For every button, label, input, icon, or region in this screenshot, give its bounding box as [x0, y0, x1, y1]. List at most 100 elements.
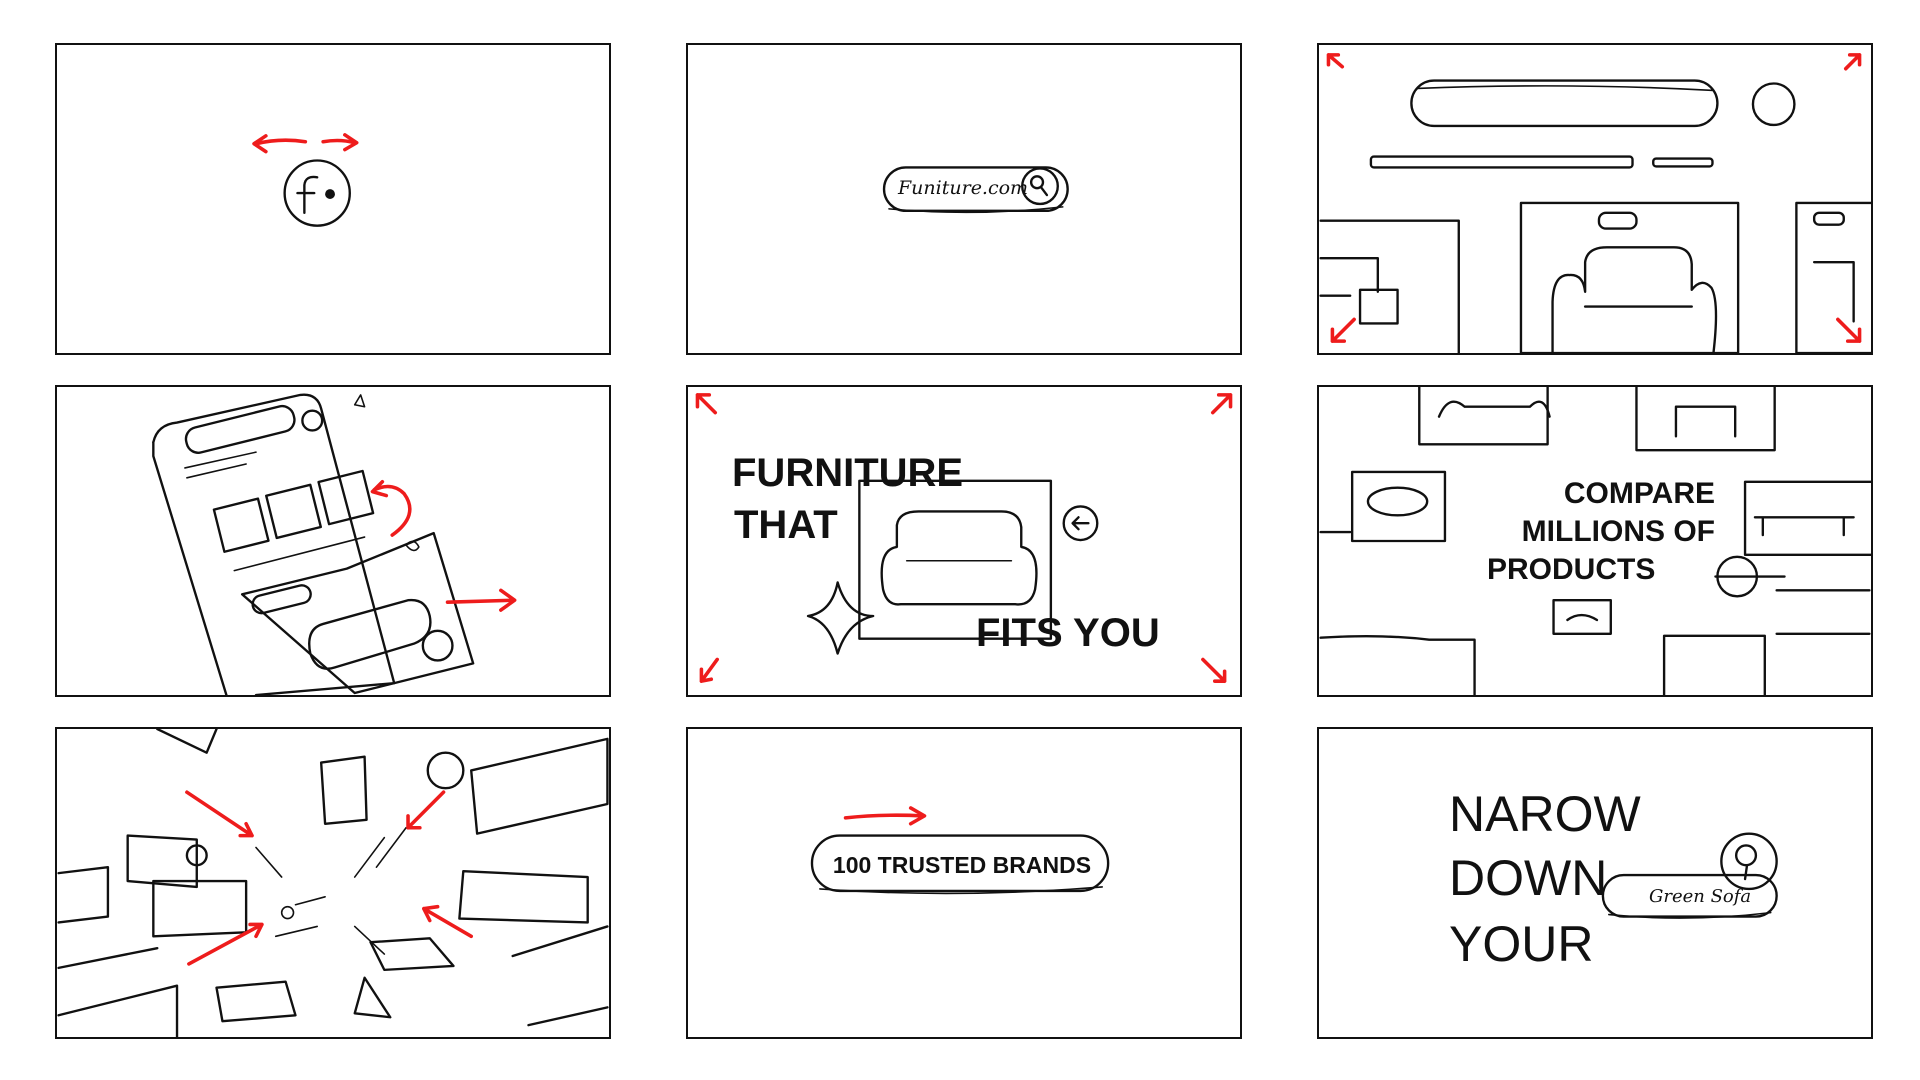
grid-bench — [1753, 516, 1855, 537]
wire-sofa — [1551, 246, 1718, 353]
trusted-brands-label: 100 TRUSTED BRANDS — [832, 852, 1092, 878]
headline-line-3: FITS YOU — [976, 611, 1160, 655]
grid-card-small — [1552, 599, 1612, 635]
sofa-card — [858, 479, 1053, 640]
burst-card-3 — [470, 737, 609, 835]
red-zoom-arrow-4 — [187, 922, 264, 966]
refine-search-icon-lens — [1734, 844, 1758, 867]
storyboard-frame-9: NAROW DOWN YOUR Green Sofa — [1317, 727, 1873, 1039]
phone-search-bar — [184, 404, 296, 454]
logo-dot — [325, 189, 335, 199]
phone-thumb-2 — [265, 483, 322, 540]
red-curve-arrow-head — [370, 479, 389, 498]
grid-card-table — [1350, 470, 1447, 543]
grid-sofa — [1437, 400, 1551, 418]
red-corner-arrow-tr — [1210, 393, 1233, 415]
burst-card-7 — [458, 869, 589, 924]
burst-card-6 — [152, 879, 248, 938]
left-arrow-head — [252, 134, 268, 154]
narrow-line-1: NAROW — [1449, 786, 1641, 842]
phone-body — [152, 393, 396, 695]
red-curve-arrow — [372, 484, 412, 537]
wire-search-bar-hatch — [1416, 85, 1715, 92]
burst-card-2 — [319, 755, 368, 825]
left-arrow-line — [254, 138, 308, 146]
search-pill-shadow — [888, 206, 1064, 214]
burst-card-11 — [511, 925, 609, 1027]
burst-card-1 — [156, 729, 218, 754]
burst-cursor — [353, 976, 392, 1019]
logo-circle — [283, 159, 351, 227]
phone-thumb-1 — [212, 497, 270, 553]
refine-search-input-text[interactable]: Green Sofa — [1649, 886, 1752, 907]
red-corner-arrow-bl — [699, 657, 719, 683]
wire-card-label — [1597, 211, 1638, 230]
burst-circle — [426, 751, 465, 790]
brands-pill-outline — [810, 834, 1110, 893]
wire-right-item — [1812, 260, 1855, 323]
arrow-left-icon — [1071, 516, 1090, 531]
frame-8-sketch — [810, 806, 1110, 895]
frame-3-sketch — [1319, 53, 1871, 353]
headline-line-1: FURNITURE — [732, 451, 964, 495]
wire-product-card — [1519, 201, 1740, 353]
red-zoom-arrow-3 — [422, 904, 473, 939]
sparkle-star-icon — [806, 581, 875, 655]
logo-letter-stroke — [303, 175, 319, 215]
compare-line-2: MILLIONS OF — [1521, 515, 1715, 548]
phone-thumb-button — [421, 629, 454, 662]
frame-9-sketch — [1601, 832, 1778, 919]
search-icon-handle — [1039, 185, 1049, 197]
sparkle-icon — [353, 394, 366, 408]
grid-card-bottom-right — [1662, 634, 1766, 695]
frame-2-sketch — [882, 166, 1069, 214]
burst-card-5 — [57, 866, 110, 924]
red-corner-arrow-tl — [695, 393, 718, 415]
red-zoom-arrow-2 — [406, 790, 446, 830]
frame-1-sketch — [252, 133, 359, 227]
phone-card-swiped — [240, 531, 475, 695]
red-zoom-arrow-1 — [185, 790, 254, 838]
refine-search-icon-handle — [1743, 864, 1749, 881]
refine-search-icon-circle — [1720, 832, 1778, 891]
wire-left-panel — [1319, 219, 1460, 353]
burst-card-4 — [126, 834, 198, 889]
search-pill-outline — [882, 166, 1069, 213]
wire-right-card — [1795, 201, 1871, 353]
red-swipe-arrow — [445, 598, 515, 604]
wire-chair-box — [1358, 288, 1399, 325]
refine-search-pill — [1601, 873, 1778, 918]
grid-desk — [1674, 405, 1737, 438]
headline-line-2: THAT — [734, 503, 838, 547]
storyboard-frame-7 — [55, 727, 611, 1039]
burst-card-10 — [369, 937, 455, 972]
refine-search-shadow — [1608, 911, 1772, 919]
frame-6-sketch — [1319, 387, 1871, 695]
burst-speed-lines — [255, 826, 407, 955]
narrow-line-3: YOUR — [1449, 916, 1594, 972]
red-corner-arrow-tr — [1843, 53, 1862, 71]
wire-nav-line — [1369, 155, 1634, 169]
compare-line-3: PRODUCTS — [1487, 553, 1656, 586]
storyboard-frame-1 — [55, 43, 611, 355]
wire-search-bar — [1410, 79, 1719, 128]
frame-7-sketch — [57, 729, 609, 1037]
compare-line-1: COMPARE — [1563, 477, 1715, 510]
grid-round-table — [1366, 486, 1429, 517]
wire-left-item — [1319, 257, 1380, 293]
narrow-line-2: DOWN — [1449, 850, 1608, 906]
grid-small-sofa — [1566, 613, 1599, 622]
grid-card-right — [1775, 589, 1871, 635]
frame-4-sketch — [152, 393, 517, 695]
search-icon-circle — [1021, 167, 1059, 206]
red-corner-arrow-br — [1201, 657, 1227, 683]
search-input-text[interactable]: Funiture.com — [898, 177, 1029, 199]
grid-card-bench — [1743, 480, 1871, 557]
burst-center-dot — [280, 905, 295, 920]
arrow-left-icon-circle — [1062, 505, 1099, 542]
storyboard-frame-4 — [55, 385, 611, 697]
wire-nav-link — [1652, 157, 1714, 168]
storyboard-frame-8: 100 TRUSTED BRANDS — [686, 727, 1242, 1039]
heart-icon — [405, 540, 420, 552]
